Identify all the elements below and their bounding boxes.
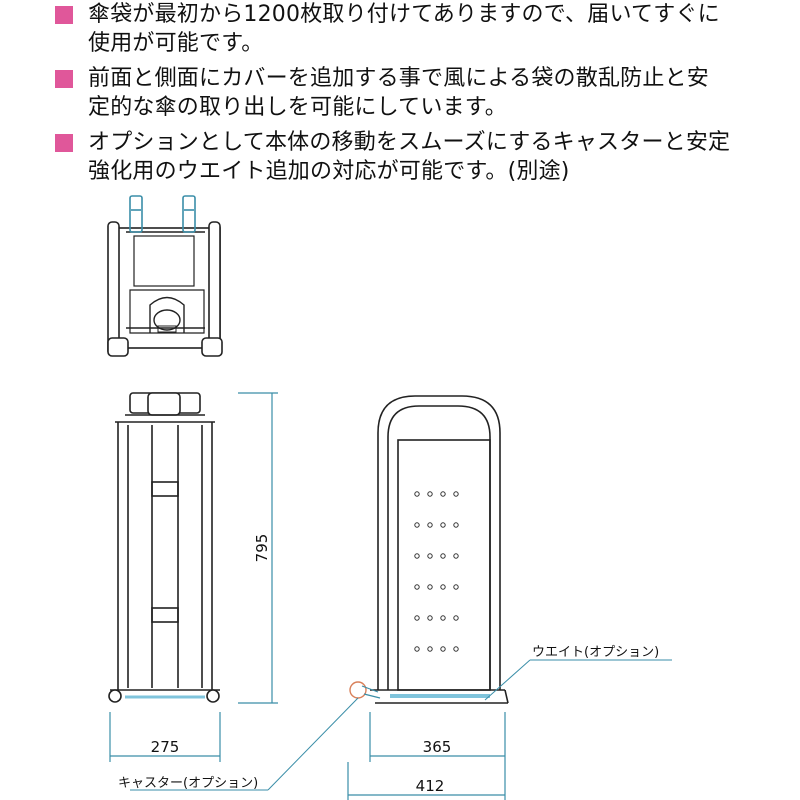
- vent-hole: [453, 491, 459, 497]
- vent-hole: [440, 522, 446, 528]
- vent-hole: [427, 584, 433, 590]
- caster-callout-leader: [130, 697, 359, 791]
- side-inner-width-label: 365: [423, 738, 452, 756]
- feature-text-line: オプションとして本体の移動をスムーズにするキャスターと安定: [88, 130, 731, 155]
- feature-item: オプションとして本体の移動をスムーズにするキャスターと安定 強化用のウエイト追加…: [55, 128, 795, 186]
- vent-hole: [440, 584, 446, 590]
- vent-hole: [440, 553, 446, 559]
- vent-hole: [414, 522, 420, 528]
- vent-hole: [414, 491, 420, 497]
- vent-hole: [427, 553, 433, 559]
- vent-hole: [427, 491, 433, 497]
- feature-text-line: 傘袋が最初から1200枚取り付けてありますので、届いてすぐに: [88, 2, 720, 27]
- vent-hole: [440, 646, 446, 652]
- weight-callout-leader: [484, 659, 672, 701]
- vent-hole: [453, 615, 459, 621]
- bullet-square-icon: [55, 70, 73, 88]
- feature-text-line: 前面と側面にカバーを追加する事で風による袋の散乱防止と安: [88, 66, 709, 91]
- side-total-width-label: 412: [416, 777, 445, 795]
- height-dimension: [238, 392, 278, 704]
- caster-detail: [349, 681, 367, 699]
- vent-hole: [414, 615, 420, 621]
- front-width-label: 275: [151, 738, 180, 756]
- side-view: [370, 395, 509, 704]
- vent-hole: [453, 646, 459, 652]
- feature-text-line: 強化用のウエイト追加の対応が可能です。(別途): [88, 159, 570, 184]
- vent-hole: [427, 646, 433, 652]
- caster-mount: [361, 685, 381, 699]
- height-label: 795: [253, 534, 271, 563]
- vent-hole: [427, 522, 433, 528]
- vent-hole: [453, 584, 459, 590]
- vent-hole: [414, 553, 420, 559]
- vent-hole: [440, 615, 446, 621]
- vent-hole: [453, 553, 459, 559]
- vent-hole: [427, 615, 433, 621]
- vent-holes: [414, 491, 459, 652]
- front-width-dimension: [109, 712, 221, 762]
- weight-callout-label: ウエイト(オプション): [532, 645, 659, 660]
- side-total-dimension: [347, 762, 506, 800]
- bullet-square-icon: [55, 134, 73, 152]
- vent-hole: [414, 584, 420, 590]
- feature-list: 傘袋が最初から1200枚取り付けてありますので、届いてすぐに 使用が可能です。 …: [55, 0, 795, 192]
- top-view: [107, 195, 223, 357]
- vent-hole: [440, 491, 446, 497]
- feature-text-line: 定的な傘の取り出しを可能にしています。: [88, 95, 507, 120]
- caster-callout-label: キャスター(オプション): [118, 776, 258, 791]
- front-view: [108, 392, 220, 703]
- vent-hole: [453, 522, 459, 528]
- feature-text-line: 使用が可能です。: [88, 31, 264, 56]
- feature-item: 傘袋が最初から1200枚取り付けてありますので、届いてすぐに 使用が可能です。: [55, 0, 795, 58]
- vent-hole: [414, 646, 420, 652]
- bullet-square-icon: [55, 6, 73, 24]
- feature-item: 前面と側面にカバーを追加する事で風による袋の散乱防止と安 定的な傘の取り出しを可…: [55, 64, 795, 122]
- side-inner-dimension: [369, 712, 506, 762]
